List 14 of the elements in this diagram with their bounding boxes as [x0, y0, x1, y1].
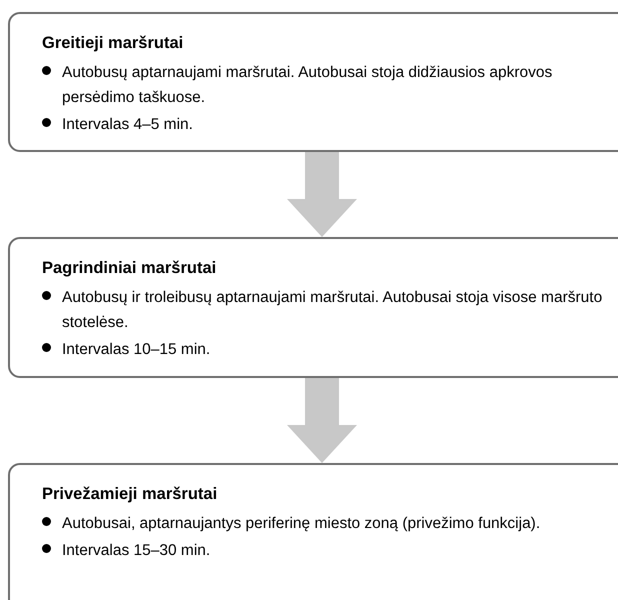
route-box [8, 12, 618, 152]
bullet-text: Intervalas 10–15 min. [62, 340, 210, 360]
bullet-text: Autobusų ir troleibusų aptarnaujami maršrutai. Autobusai stoja visose maršruto stotelėse. [62, 288, 604, 333]
block-arrow [287, 152, 357, 237]
box-heading: Greitieji maršrutai [42, 34, 184, 53]
box-heading: Privežamieji maršrutai [42, 485, 218, 504]
bullet-text: Autobusai, aptarnaujantys periferinę miesto zoną (privežimo funkcija). [62, 514, 540, 534]
block-arrow [287, 378, 357, 463]
bullet-text: Autobusų aptarnaujami maršrutai. Autobusai stoja didžiausios apkrovos persėdimo taškuose. [62, 63, 554, 108]
box-heading: Pagrindiniai maršrutai [42, 259, 216, 278]
route-box [8, 237, 618, 378]
bullet-text: Intervalas 15–30 min. [62, 541, 210, 561]
route-box [8, 463, 618, 600]
bullet-text: Intervalas 4–5 min. [62, 115, 193, 135]
